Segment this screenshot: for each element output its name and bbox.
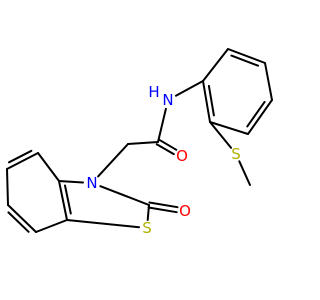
- atom-label-ring-nitrogen: N: [86, 174, 97, 192]
- double-bond: [155, 143, 175, 156]
- double-bond: [227, 48, 266, 64]
- double-bond-inner: [246, 100, 266, 128]
- double-bond: [58, 180, 68, 221]
- atom-label-amide-hydrogen: H: [148, 83, 159, 101]
- single-bond: [264, 62, 273, 101]
- atom-label-ring-sulfur: S: [142, 219, 152, 237]
- atom-label-thioether-sulfur: S: [231, 145, 241, 163]
- double-bond: [6, 152, 39, 170]
- double-bond-inner: [64, 184, 72, 215]
- double-bond: [202, 80, 211, 123]
- single-bond: [97, 143, 129, 178]
- single-bond: [202, 48, 229, 82]
- double-bond-inner: [8, 149, 33, 164]
- single-bond: [209, 121, 232, 149]
- single-bond: [174, 80, 204, 97]
- double-bond: [158, 138, 178, 151]
- double-bond-inner: [207, 84, 215, 117]
- atom-label-amide-oxygen: O: [176, 147, 188, 165]
- single-bond: [35, 219, 68, 233]
- single-bond: [209, 121, 249, 135]
- double-bond-inner: [7, 211, 30, 233]
- single-bond: [99, 185, 150, 206]
- double-bond: [7, 204, 37, 233]
- single-bond: [238, 160, 251, 186]
- single-bond: [146, 204, 150, 221]
- atom-label-ring-oxygen: O: [179, 202, 191, 220]
- single-bond: [58, 180, 84, 184]
- atom-label-amide-nitrogen: N: [162, 91, 173, 109]
- single-bond: [6, 168, 9, 206]
- double-bond-inner: [230, 54, 260, 67]
- bond-layer: [6, 48, 273, 233]
- double-bond: [147, 206, 178, 214]
- single-bond: [37, 152, 60, 182]
- single-bond: [66, 219, 140, 229]
- single-bond: [127, 141, 159, 145]
- single-bond: [157, 107, 167, 143]
- double-bond: [247, 99, 273, 135]
- double-bond: [148, 201, 179, 209]
